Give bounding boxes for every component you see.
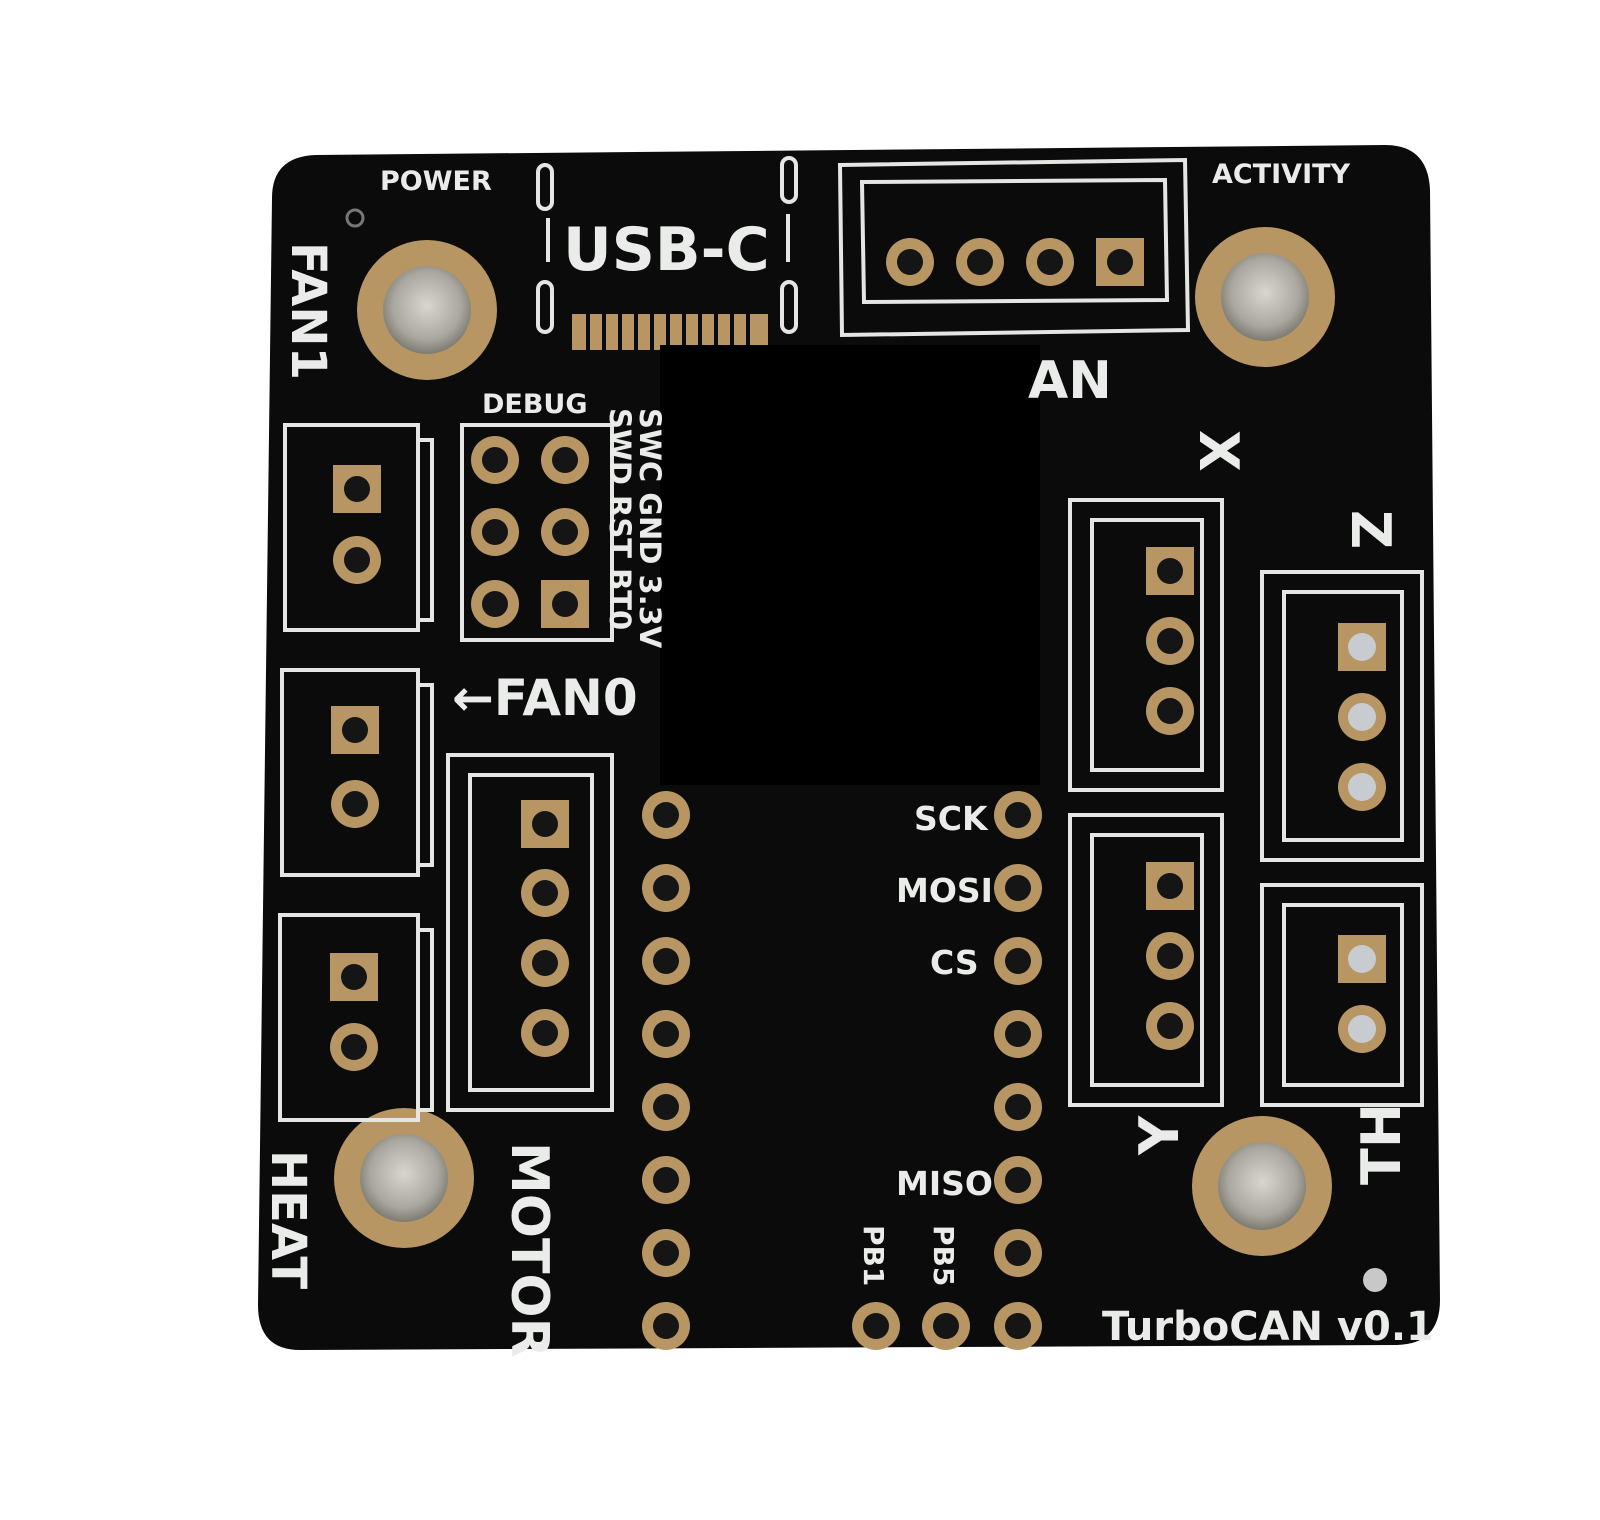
pb1-label: PB1 bbox=[857, 1225, 890, 1286]
fan0-label: ←FAN0 bbox=[452, 669, 638, 727]
usb-c-label: USB-C bbox=[563, 215, 770, 285]
y-label: Y bbox=[1128, 1115, 1191, 1156]
version-label: TurboCAN v0.1 bbox=[1102, 1304, 1434, 1350]
th-label: TH bbox=[1350, 1103, 1413, 1185]
activity-label: ACTIVITY bbox=[1212, 159, 1351, 190]
x-connector bbox=[1068, 498, 1224, 792]
debug-header bbox=[460, 423, 614, 642]
heat-label: HEAT bbox=[260, 1150, 316, 1289]
mounting-hole bbox=[1195, 227, 1335, 367]
mounting-hole bbox=[334, 1108, 474, 1248]
pb5-label: PB5 bbox=[927, 1225, 960, 1286]
pb-pads bbox=[852, 1302, 970, 1350]
z-label: Z bbox=[1339, 510, 1402, 549]
masked-region bbox=[660, 345, 1040, 785]
power-label: POWER bbox=[380, 166, 492, 197]
debug-label: DEBUG bbox=[482, 389, 588, 420]
y-connector bbox=[1068, 813, 1224, 1107]
activity-led-pad bbox=[1363, 1268, 1387, 1292]
left-pin-header bbox=[642, 791, 690, 1350]
right-pin-header bbox=[994, 791, 1042, 1350]
mosi-label: MOSI bbox=[896, 871, 993, 910]
cs-label: CS bbox=[930, 943, 979, 982]
fan1-label: FAN1 bbox=[280, 242, 336, 380]
heat-connector bbox=[278, 913, 434, 1122]
power-led-pad bbox=[345, 208, 365, 228]
can-connector bbox=[837, 157, 1191, 338]
z-connector bbox=[1260, 570, 1424, 862]
th-connector bbox=[1260, 883, 1424, 1107]
mounting-hole bbox=[1192, 1116, 1332, 1256]
motor-connector bbox=[446, 753, 614, 1112]
mounting-hole bbox=[357, 240, 497, 380]
motor-label: MOTOR bbox=[499, 1142, 559, 1358]
sck-label: SCK bbox=[914, 799, 989, 838]
swc-row-label: SWC GND 3.3V bbox=[633, 408, 667, 649]
swd-row-label: SWD RST BT0 bbox=[603, 408, 637, 630]
fan1-connector bbox=[283, 423, 434, 632]
fan0-connector bbox=[280, 668, 434, 877]
miso-label: MISO bbox=[896, 1164, 993, 1203]
x-label: X bbox=[1187, 430, 1250, 472]
usb-c-footprint bbox=[536, 156, 798, 350]
can-label: AN bbox=[1028, 351, 1112, 411]
